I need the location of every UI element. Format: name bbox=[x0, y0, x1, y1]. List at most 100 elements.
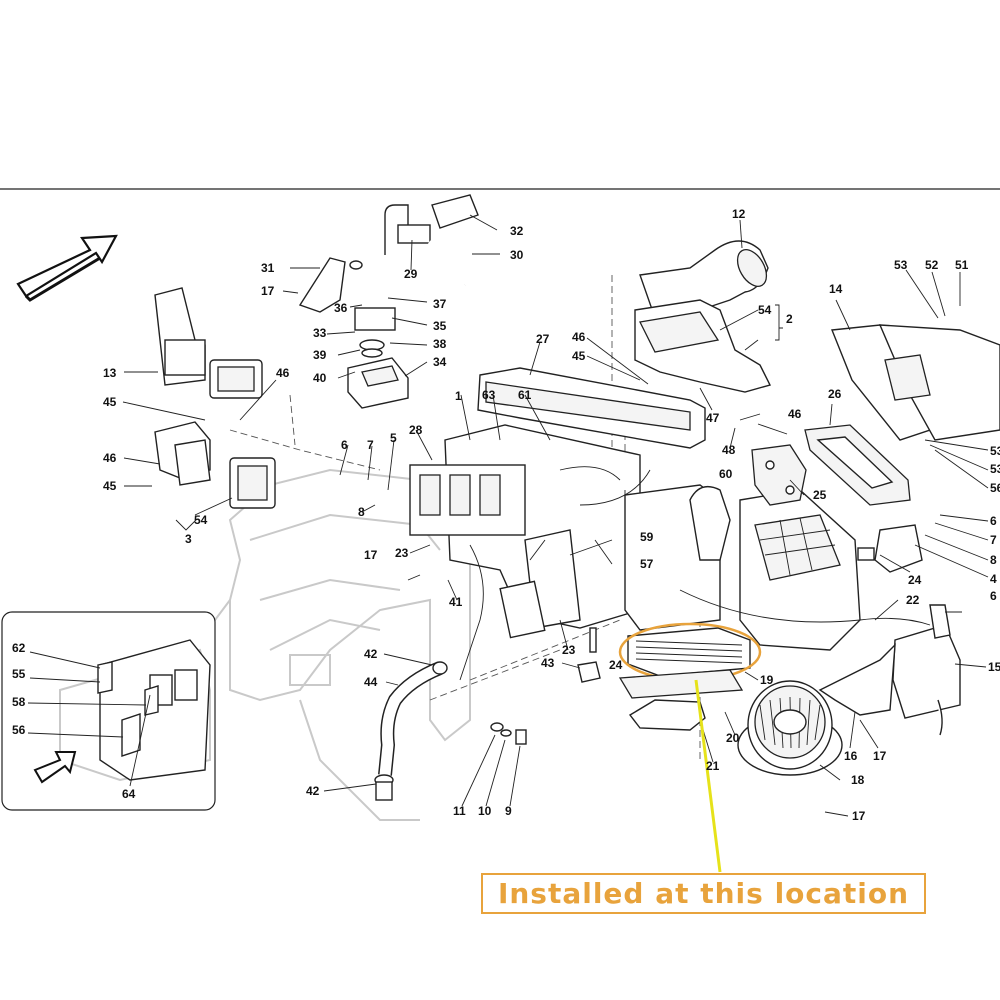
label-8: 8 bbox=[358, 505, 365, 519]
label-9: 9 bbox=[505, 804, 512, 818]
label-7-right: 7 bbox=[990, 533, 997, 547]
label-41: 41 bbox=[449, 595, 463, 609]
label-12: 12 bbox=[732, 207, 746, 221]
label-2: 2 bbox=[786, 312, 793, 326]
part-24-mount bbox=[857, 524, 923, 573]
label-11: 11 bbox=[453, 804, 466, 818]
part-29-30-32-pipes bbox=[368, 194, 479, 296]
label-64: 64 bbox=[122, 787, 136, 801]
part-15-control-module bbox=[892, 604, 961, 736]
label-26: 26 bbox=[828, 387, 842, 401]
part-44-hose bbox=[374, 661, 448, 801]
label-19: 19 bbox=[760, 673, 774, 687]
label-29: 29 bbox=[404, 267, 418, 281]
label-58: 58 bbox=[12, 695, 26, 709]
label-45c: 45 bbox=[572, 349, 586, 363]
label-63: 63 bbox=[482, 388, 496, 402]
label-36: 36 bbox=[334, 301, 348, 315]
label-13: 13 bbox=[103, 366, 117, 380]
label-47: 47 bbox=[706, 411, 720, 425]
label-60: 60 bbox=[719, 467, 733, 481]
part-16-bracket bbox=[818, 643, 896, 716]
label-6-right-bottom: 6 bbox=[990, 589, 997, 603]
label-27: 27 bbox=[536, 332, 550, 346]
label-10: 10 bbox=[478, 804, 492, 818]
part-13-air-duct bbox=[154, 287, 263, 399]
part-18-blower-fan bbox=[737, 680, 843, 776]
label-6-right: 6 bbox=[990, 514, 997, 528]
label-62: 62 bbox=[12, 641, 26, 655]
label-48: 48 bbox=[722, 443, 736, 457]
direction-arrow-icon bbox=[16, 234, 118, 302]
part-14-filter-frame bbox=[831, 324, 1000, 441]
vehicle-frame bbox=[199, 468, 482, 821]
label-46c: 46 bbox=[572, 330, 586, 344]
part-26-seal bbox=[804, 424, 911, 506]
label-23b: 23 bbox=[562, 643, 576, 657]
label-55: 55 bbox=[12, 667, 26, 681]
label-28: 28 bbox=[409, 423, 423, 437]
label-4-right: 4 bbox=[990, 572, 997, 586]
label-18: 18 bbox=[851, 773, 865, 787]
callout-box: Installed at this location bbox=[481, 873, 926, 914]
label-17c: 17 bbox=[873, 749, 887, 763]
label-45b: 45 bbox=[103, 479, 117, 493]
label-54b: 54 bbox=[758, 303, 772, 317]
label-31: 31 bbox=[261, 261, 275, 275]
label-56a: 56 bbox=[12, 723, 26, 737]
label-40: 40 bbox=[313, 371, 327, 385]
label-53a: 53 bbox=[894, 258, 908, 272]
label-54a: 54 bbox=[194, 513, 208, 527]
label-53b: 53 bbox=[990, 444, 1000, 458]
label-42b: 42 bbox=[306, 784, 320, 798]
part-number-labels: 1 2 3 5 6 7 8 9 10 11 12 13 14 15 16 17 … bbox=[12, 207, 1000, 823]
label-39: 39 bbox=[313, 348, 327, 362]
label-3: 3 bbox=[185, 532, 192, 546]
label-15: 15 bbox=[988, 660, 1000, 674]
part-3-duct-assembly bbox=[154, 421, 276, 531]
label-1: 1 bbox=[455, 389, 462, 403]
part-20-filter-cover bbox=[618, 669, 744, 699]
label-59: 59 bbox=[640, 530, 654, 544]
label-37: 37 bbox=[433, 297, 447, 311]
label-22: 22 bbox=[906, 593, 920, 607]
label-32: 32 bbox=[510, 224, 524, 238]
inset-detail-panel bbox=[1, 611, 216, 811]
label-35: 35 bbox=[433, 319, 447, 333]
part-25-gasket bbox=[751, 444, 807, 506]
label-25: 25 bbox=[813, 488, 827, 502]
label-14: 14 bbox=[829, 282, 843, 296]
inset-direction-arrow-icon bbox=[33, 751, 77, 784]
label-44: 44 bbox=[364, 675, 378, 689]
label-24a: 24 bbox=[609, 658, 623, 672]
part-12-upper-duct bbox=[634, 240, 772, 393]
fasteners-9-10-11 bbox=[490, 722, 527, 745]
label-33: 33 bbox=[313, 326, 327, 340]
label-30: 30 bbox=[510, 248, 524, 262]
label-17b: 17 bbox=[364, 548, 378, 562]
label-23a: 23 bbox=[395, 546, 409, 560]
part-31-33-34-brackets bbox=[298, 257, 409, 409]
label-46d: 46 bbox=[788, 407, 802, 421]
label-61: 61 bbox=[518, 388, 532, 402]
label-46b: 46 bbox=[103, 451, 117, 465]
leader-lines bbox=[27, 214, 989, 817]
label-16: 16 bbox=[844, 749, 858, 763]
part-19-cabin-filter bbox=[618, 622, 762, 682]
label-53c: 53 bbox=[990, 462, 1000, 476]
label-8-right: 8 bbox=[990, 553, 997, 567]
label-45a: 45 bbox=[103, 395, 117, 409]
label-51: 51 bbox=[955, 258, 969, 272]
label-21: 21 bbox=[706, 759, 720, 773]
label-20: 20 bbox=[726, 731, 740, 745]
label-34: 34 bbox=[433, 355, 447, 369]
part-43-grommet bbox=[577, 627, 601, 683]
label-7: 7 bbox=[367, 438, 374, 452]
label-56b: 56 bbox=[990, 481, 1000, 495]
label-5: 5 bbox=[390, 431, 397, 445]
callout-pointer bbox=[694, 679, 722, 873]
label-57: 57 bbox=[640, 557, 654, 571]
main-hvac-housing bbox=[409, 367, 931, 681]
label-17d: 17 bbox=[852, 809, 866, 823]
